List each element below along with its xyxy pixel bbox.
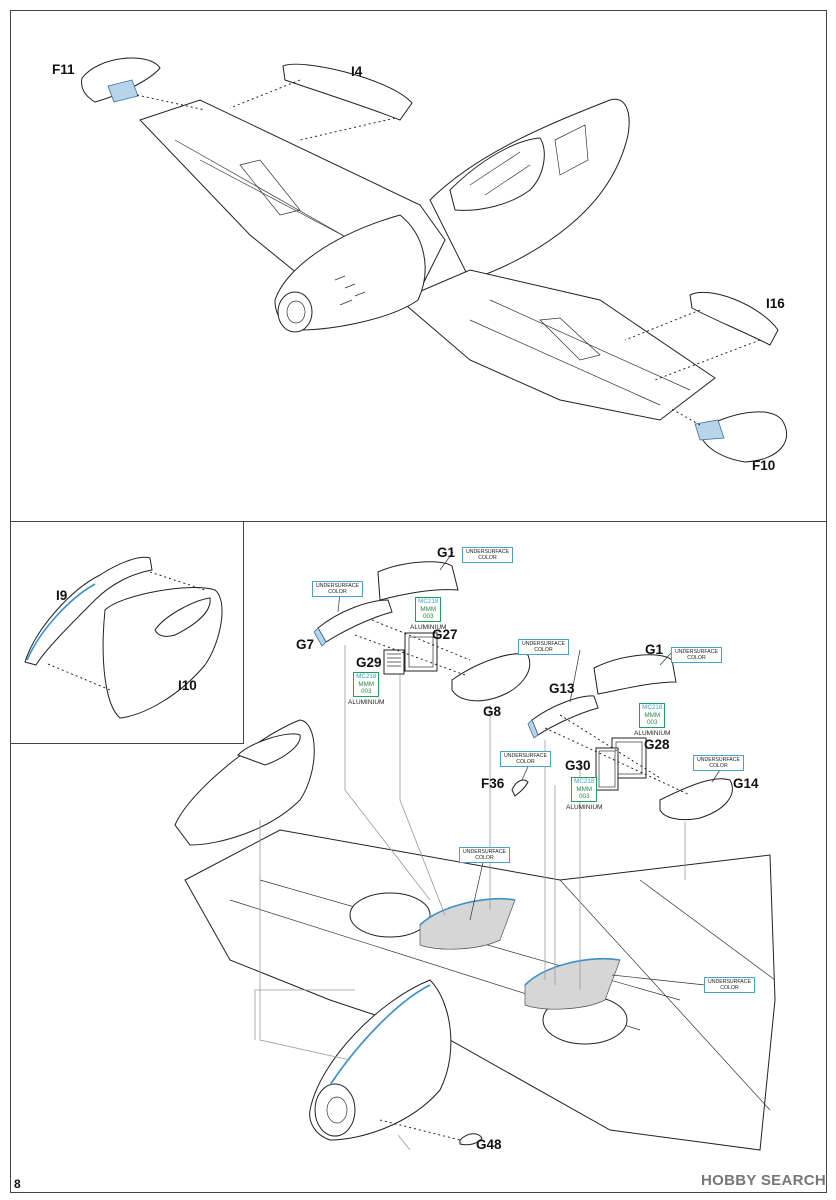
undersurface-note: UNDERSURFACE COLOR: [693, 755, 744, 771]
paint-tag-g28: MC218 MMM 003 ALUMINIUM: [634, 703, 670, 737]
part-label-g28: G28: [644, 737, 670, 752]
inset-panel-frame: [10, 521, 244, 744]
paint-name: ALUMINIUM: [634, 730, 671, 737]
note-line: UNDERSURFACE: [708, 979, 751, 985]
note-line: COLOR: [478, 555, 497, 561]
page-number: 8: [14, 1177, 21, 1191]
part-label-g27: G27: [432, 627, 458, 642]
watermark-logo: HOBBY SEARCH: [700, 1172, 826, 1189]
paint-mc-code: MC218: [574, 778, 595, 785]
bottom-panel-frame: [10, 521, 827, 1193]
part-label-g1-lower: G1: [645, 642, 664, 657]
part-label-i16: I16: [766, 296, 785, 311]
paint-code-box: MC218 MMM 003: [571, 777, 598, 802]
part-label-f10: F10: [752, 458, 776, 473]
note-line: COLOR: [720, 985, 739, 991]
paint-number: 003: [422, 613, 434, 620]
part-label-f36: F36: [481, 776, 505, 791]
part-label-g30: G30: [565, 758, 591, 773]
note-line: COLOR: [534, 647, 553, 653]
paint-mc-code: MC218: [642, 704, 663, 711]
undersurface-note: UNDERSURFACE COLOR: [704, 977, 755, 993]
part-label-g8: G8: [483, 704, 502, 719]
part-label-g48: G48: [476, 1137, 502, 1152]
part-label-g1-upper: G1: [437, 545, 456, 560]
note-line: COLOR: [328, 589, 347, 595]
paint-name: ALUMINIUM: [348, 699, 385, 706]
top-aircraft-drawing: [81, 57, 788, 463]
paint-name: ALUMINIUM: [410, 624, 447, 631]
part-label-g14: G14: [733, 776, 759, 791]
paint-mmm: MMM: [420, 605, 437, 613]
paint-name: ALUMINIUM: [566, 804, 603, 811]
paint-tag-g29: MC218 MMM 003 ALUMINIUM: [348, 672, 384, 706]
undersurface-note: UNDERSURFACE COLOR: [500, 751, 551, 767]
paint-number: 003: [646, 719, 658, 726]
paint-tag-g27: MC218 MMM 003 ALUMINIUM: [410, 597, 446, 631]
paint-code-box: MC218 MMM 003: [639, 703, 666, 728]
part-label-g7: G7: [296, 637, 315, 652]
undersurface-note: UNDERSURFACE COLOR: [462, 547, 513, 563]
paint-tag-g30: MC218 MMM 003 ALUMINIUM: [566, 777, 602, 811]
part-label-i4: I4: [351, 64, 363, 79]
note-line: UNDERSURFACE: [316, 583, 359, 589]
note-line: COLOR: [516, 759, 535, 765]
part-label-i9: I9: [56, 588, 68, 603]
note-line: COLOR: [475, 855, 494, 861]
undersurface-note: UNDERSURFACE COLOR: [518, 639, 569, 655]
main-drawing: [174, 551, 776, 1151]
paint-mmm: MMM: [644, 711, 661, 719]
inset-drawing: [24, 556, 223, 719]
note-line: UNDERSURFACE: [463, 849, 506, 855]
part-label-g29: G29: [356, 655, 382, 670]
paint-mmm: MMM: [358, 680, 375, 688]
part-label-f11: F11: [52, 62, 75, 77]
undersurface-note: UNDERSURFACE COLOR: [459, 847, 510, 863]
note-line: UNDERSURFACE: [466, 549, 509, 555]
paint-mc-code: MC218: [356, 673, 377, 680]
paint-number: 003: [578, 793, 590, 800]
note-line: UNDERSURFACE: [504, 753, 547, 759]
note-line: UNDERSURFACE: [697, 757, 740, 763]
undersurface-note: UNDERSURFACE COLOR: [671, 647, 722, 663]
note-line: UNDERSURFACE: [522, 641, 565, 647]
undersurface-note: UNDERSURFACE COLOR: [312, 581, 363, 597]
note-line: UNDERSURFACE: [675, 649, 718, 655]
paint-number: 003: [360, 688, 372, 695]
note-line: COLOR: [709, 763, 728, 769]
paint-code-box: MC218 MMM 003: [353, 672, 380, 697]
paint-code-box: MC218 MMM 003: [415, 597, 442, 622]
paint-mmm: MMM: [576, 785, 593, 793]
paint-mc-code: MC218: [418, 598, 439, 605]
note-line: COLOR: [687, 655, 706, 661]
part-label-g13: G13: [549, 681, 575, 696]
part-label-i10: I10: [178, 678, 197, 693]
